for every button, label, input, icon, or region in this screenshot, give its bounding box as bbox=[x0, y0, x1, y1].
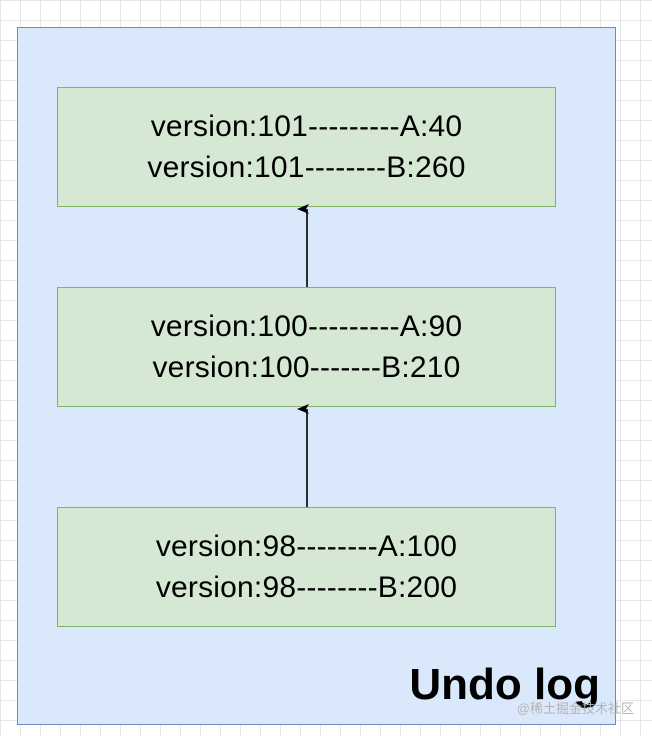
undo-log-title: Undo log bbox=[409, 660, 600, 709]
version-line-a: version:100---------A:90 bbox=[150, 310, 463, 343]
version-line-b: version:98--------B:200 bbox=[155, 571, 458, 604]
version-box-98: version:98--------A:100 version:98------… bbox=[57, 507, 556, 627]
version-box-100: version:100---------A:90 version:100----… bbox=[57, 287, 556, 407]
version-line-b: version:101--------B:260 bbox=[147, 151, 466, 184]
watermark-text: @稀土掘金技术社区 bbox=[516, 701, 634, 716]
version-box-101: version:101---------A:40 version:101----… bbox=[57, 87, 556, 207]
version-line-a: version:101---------A:40 bbox=[150, 110, 463, 143]
version-line-a: version:98--------A:100 bbox=[155, 530, 458, 563]
version-line-b: version:100-------B:210 bbox=[152, 351, 461, 384]
